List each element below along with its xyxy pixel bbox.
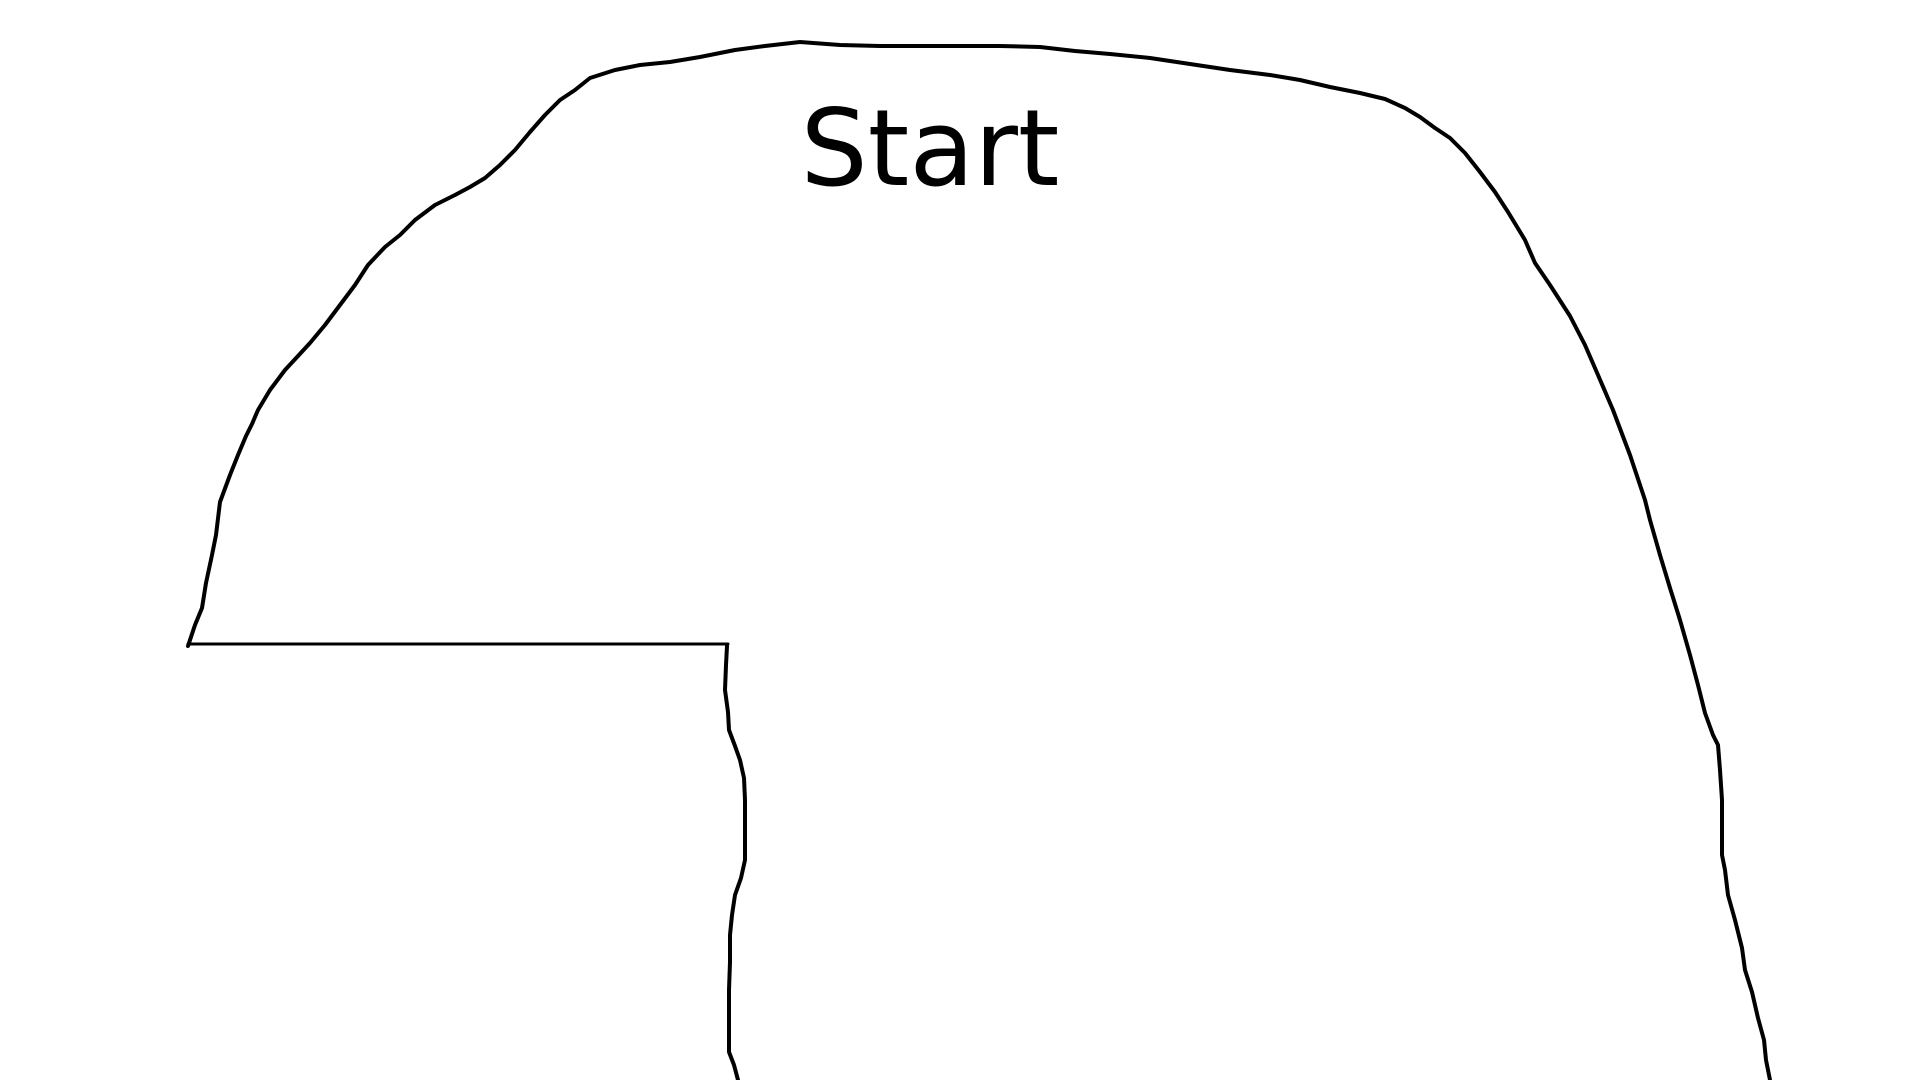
outer-boundary-line (186, 40, 1772, 1080)
inner-wall-line (723, 644, 747, 1080)
start-label: Start (800, 87, 1060, 210)
